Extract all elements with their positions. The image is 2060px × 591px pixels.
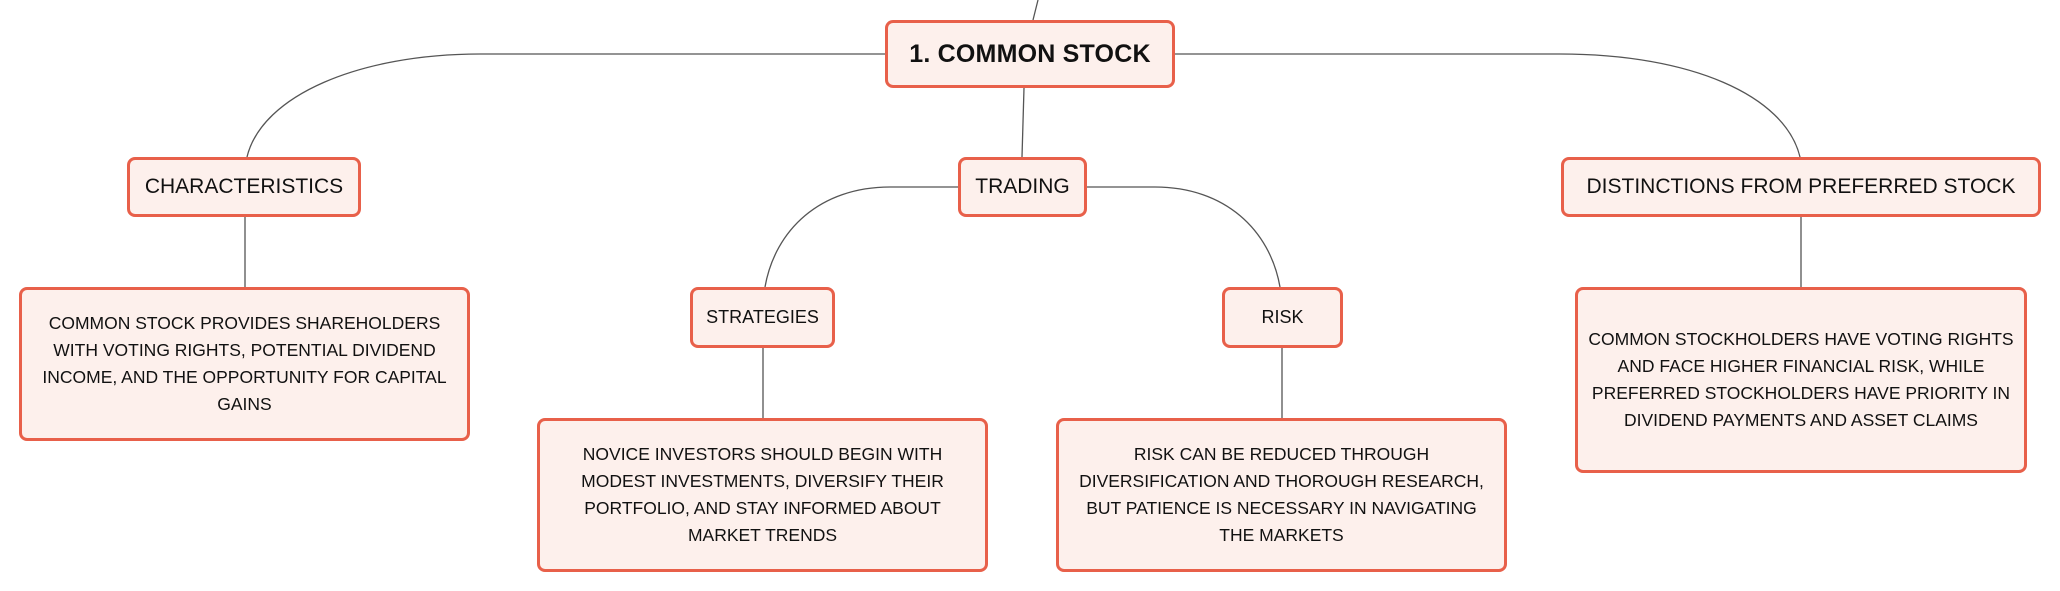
risk-detail-text: RISK CAN BE REDUCED THROUGH DIVERSIFICAT… xyxy=(1079,444,1484,545)
strategies-detail-text: NOVICE INVESTORS SHOULD BEGIN WITH MODES… xyxy=(581,444,944,545)
strategies-detail[interactable]: NOVICE INVESTORS SHOULD BEGIN WITH MODES… xyxy=(537,418,988,572)
connector-root-to-trading xyxy=(1021,87,1025,158)
connector-root-to-distinctions xyxy=(1175,53,1801,158)
root-node[interactable]: 1. COMMON STOCK xyxy=(885,20,1175,88)
strategies-node[interactable]: STRATEGIES xyxy=(690,287,835,348)
connector-trading-to-risk xyxy=(1087,186,1281,288)
strategies-node-label: STRATEGIES xyxy=(706,307,819,327)
distinctions-detail[interactable]: COMMON STOCKHOLDERS HAVE VOTING RIGHTS A… xyxy=(1575,287,2027,473)
risk-detail[interactable]: RISK CAN BE REDUCED THROUGH DIVERSIFICAT… xyxy=(1056,418,1507,572)
characteristics-detail[interactable]: COMMON STOCK PROVIDES SHAREHOLDERS WITH … xyxy=(19,287,470,441)
characteristics-node[interactable]: CHARACTERISTICS xyxy=(127,157,361,217)
trading-node-label: TRADING xyxy=(975,175,1070,198)
distinctions-node[interactable]: DISTINCTIONS FROM PREFERRED STOCK xyxy=(1561,157,2041,217)
root-node-label: 1. COMMON STOCK xyxy=(909,39,1151,68)
distinctions-detail-text: COMMON STOCKHOLDERS HAVE VOTING RIGHTS A… xyxy=(1588,329,2014,430)
distinctions-node-label: DISTINCTIONS FROM PREFERRED STOCK xyxy=(1586,175,2016,198)
risk-node[interactable]: RISK xyxy=(1222,287,1343,348)
connector-parent-to-root xyxy=(1032,0,1039,21)
characteristics-node-label: CHARACTERISTICS xyxy=(144,175,344,198)
risk-node-label: RISK xyxy=(1261,307,1304,327)
connector-root-to-characteristics xyxy=(246,53,885,158)
connector-trading-to-strategies xyxy=(764,186,958,288)
trading-node[interactable]: TRADING xyxy=(958,157,1087,217)
characteristics-detail-text: COMMON STOCK PROVIDES SHAREHOLDERS WITH … xyxy=(42,313,447,414)
